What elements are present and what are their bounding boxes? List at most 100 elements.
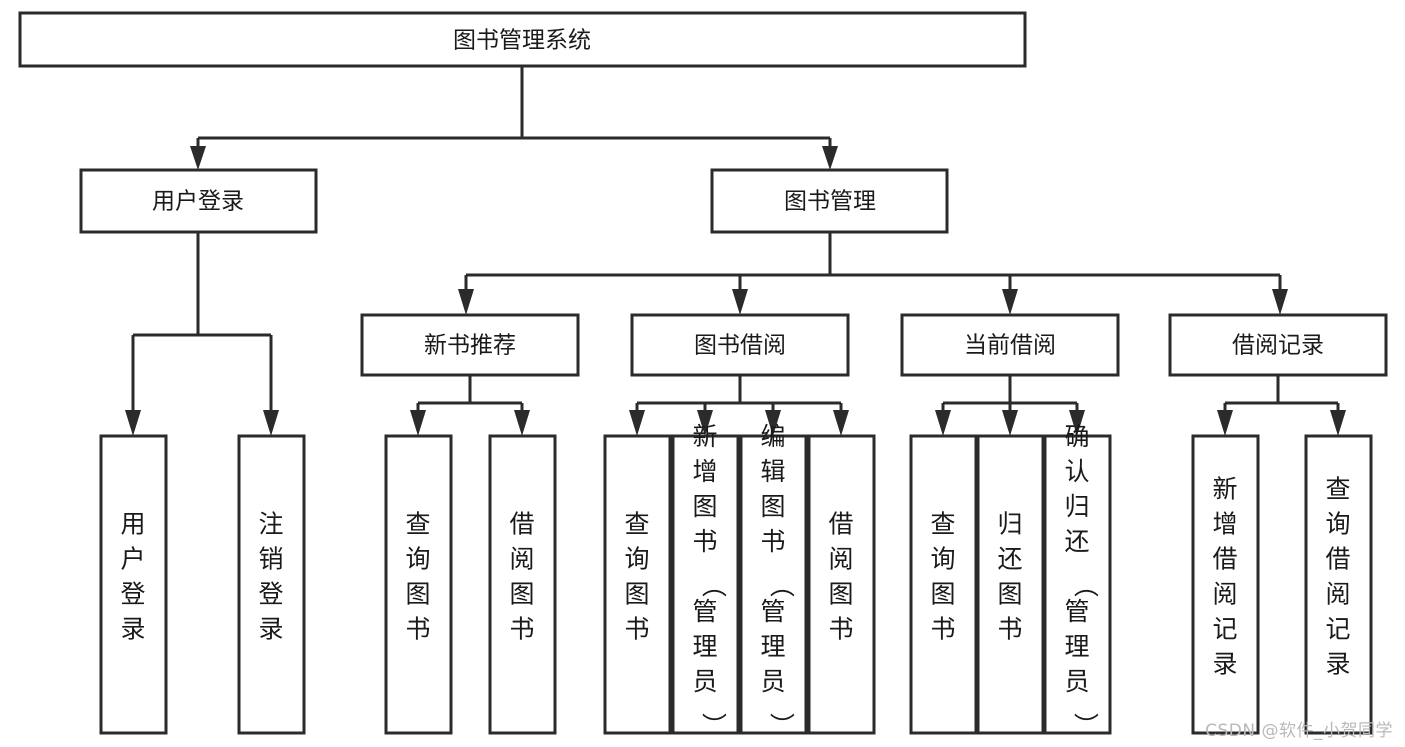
leaf-label-char: 图	[760, 492, 785, 521]
node-borrow-record-box[interactable]	[1168, 313, 1388, 377]
leaf-label-char: 阅	[828, 545, 853, 574]
leaf-label-char: 归	[1064, 492, 1089, 521]
leaf-label-char: 销	[258, 545, 283, 574]
arrow-head-leaf-return-book	[1002, 410, 1018, 436]
leaf-label-char: 员	[692, 667, 717, 696]
leaf-label-char: （	[1071, 572, 1100, 597]
leaf-query-book-3-box[interactable]	[909, 434, 978, 735]
leaf-label-char: 书	[760, 527, 785, 556]
arrow-head-leaf-query-book-1	[410, 410, 426, 436]
leaf-label-char: 编	[760, 422, 785, 451]
arrow-head-leaf-logout-login	[263, 410, 279, 436]
leaf-confirm-return-box[interactable]	[1043, 434, 1112, 735]
leaf-label-char: 图	[930, 580, 955, 609]
leaf-label-char: 注	[258, 510, 283, 539]
arrow-head-leaf-edit-book	[765, 410, 781, 436]
leaf-label-char: 员	[760, 667, 785, 696]
leaf-label-char: 书	[509, 615, 534, 644]
node-current-borrow-box[interactable]	[900, 313, 1120, 377]
leaf-user-login[interactable]: 用户登录	[99, 434, 168, 735]
leaf-label-char: 新	[1212, 475, 1237, 504]
leaf-logout-login-box[interactable]	[237, 434, 306, 735]
leaf-label-char: 书	[828, 615, 853, 644]
node-book-borrow[interactable]: 图书借阅	[630, 313, 850, 377]
leaf-edit-book-box[interactable]	[739, 434, 808, 735]
leaf-add-record-box[interactable]	[1191, 434, 1260, 735]
leaf-label-char: 询	[1325, 510, 1350, 539]
node-root[interactable]: 图书管理系统	[18, 11, 1027, 68]
node-borrow-record[interactable]: 借阅记录	[1168, 313, 1388, 377]
leaf-label-char: 登	[120, 580, 145, 609]
leaf-label-char: ）	[1071, 712, 1100, 737]
node-book-manage-box[interactable]	[710, 168, 949, 234]
leaf-label-char: 询	[405, 545, 430, 574]
arrow-head-leaf-add-record	[1217, 410, 1233, 436]
arrow-head-leaf-query-book-2	[629, 410, 645, 436]
leaf-label-char: 确	[1064, 422, 1089, 451]
node-root-box[interactable]	[18, 11, 1027, 68]
node-current-borrow-label: 当前借阅	[964, 333, 1056, 359]
node-new-book-recommend-box[interactable]	[360, 313, 580, 377]
leaf-label-char: 书	[405, 615, 430, 644]
csdn-watermark: CSDN @软件_小贺同学	[1205, 721, 1393, 741]
arrow-head-leaf-query-record	[1330, 410, 1346, 436]
node-user-login-box[interactable]	[79, 168, 318, 234]
node-book-borrow-label: 图书借阅	[694, 333, 786, 359]
leaf-label-char: 询	[624, 545, 649, 574]
leaf-label-char: 记	[1212, 615, 1237, 644]
leaf-label-char: 增	[692, 457, 717, 486]
leaf-label-char: 书	[624, 615, 649, 644]
leaf-label-char: 书	[692, 527, 717, 556]
arrow-head-book-borrow	[732, 289, 748, 315]
leaf-borrow-book-1-box[interactable]	[488, 434, 557, 735]
node-user-login-label: 用户登录	[152, 189, 244, 215]
leaf-query-book-1-box[interactable]	[384, 434, 453, 735]
leaf-label-char: 录	[258, 615, 283, 644]
leaf-label-char: 查	[930, 510, 955, 539]
leaf-label-char: 认	[1064, 457, 1089, 486]
leaf-borrow-book-2-box[interactable]	[807, 434, 876, 735]
leaf-label-char: 登	[258, 580, 283, 609]
leaf-label-char: 借	[509, 510, 534, 539]
node-user-login[interactable]: 用户登录	[79, 168, 318, 234]
leaf-label-char: 书	[997, 615, 1022, 644]
leaf-query-book-2-box[interactable]	[603, 434, 672, 735]
leaf-add-book-box[interactable]	[671, 434, 740, 735]
leaf-label-char: 录	[1212, 650, 1237, 679]
leaf-label-char: 查	[405, 510, 430, 539]
leaf-label-char: 管	[760, 597, 785, 626]
leaf-label-char: ）	[767, 712, 796, 737]
node-book-borrow-box[interactable]	[630, 313, 850, 377]
node-current-borrow[interactable]: 当前借阅	[900, 313, 1120, 377]
leaf-label-char: 借	[828, 510, 853, 539]
leaf-user-login-box[interactable]	[99, 434, 168, 735]
arrow-head-new-book-recommend	[458, 289, 474, 315]
leaf-return-book-box[interactable]	[976, 434, 1045, 735]
arrow-head-current-borrow	[1002, 289, 1018, 315]
leaf-label-char: 图	[997, 580, 1022, 609]
arrow-head-leaf-confirm-return	[1069, 410, 1085, 436]
arrow-head-leaf-borrow-book-1	[514, 410, 530, 436]
node-new-book-recommend[interactable]: 新书推荐	[360, 313, 580, 377]
leaf-query-record-box[interactable]	[1304, 434, 1373, 735]
leaf-label-char: 查	[1325, 475, 1350, 504]
node-book-manage[interactable]: 图书管理	[710, 168, 949, 234]
